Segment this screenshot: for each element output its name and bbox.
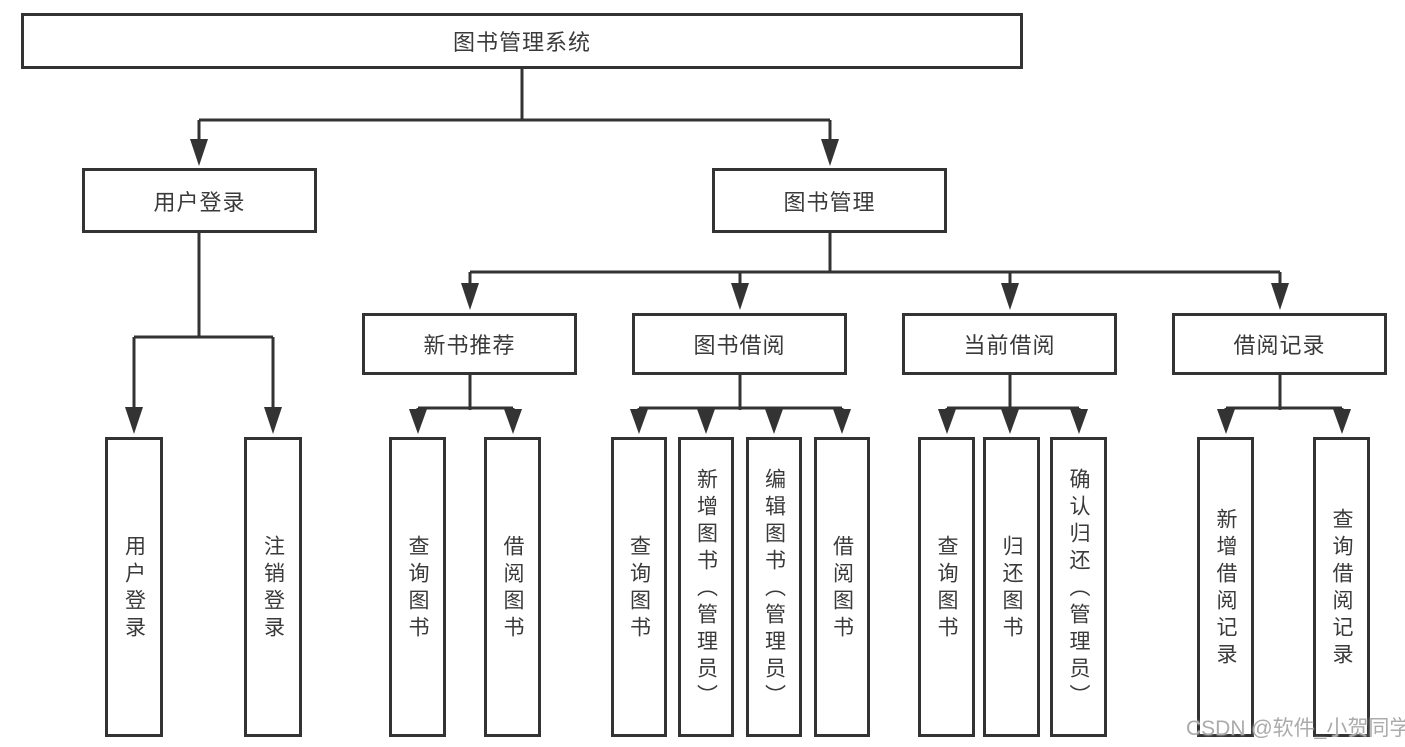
node-borrow-records: 借阅记录 <box>1172 313 1387 375</box>
arrowhead <box>697 409 715 434</box>
arrowhead <box>731 283 749 310</box>
connector-book-borrow-split <box>637 375 844 414</box>
leaf-edit-books-admin: 编辑图书（管理员） <box>746 437 802 737</box>
leaf-query-books-3: 查询图书 <box>918 437 975 737</box>
arrowhead <box>190 139 208 166</box>
connector-book-mgmt-split <box>468 233 1282 288</box>
leaf-return-books: 归还图书 <box>983 437 1040 737</box>
connector-user-login-split <box>132 233 275 412</box>
leaf-logout: 注销登录 <box>244 437 302 737</box>
arrowhead <box>833 409 851 434</box>
leaf-confirm-return-admin: 确认归还（管理员） <box>1050 437 1107 737</box>
leaf-user-login: 用户登录 <box>105 437 163 737</box>
arrowhead <box>765 409 783 434</box>
connector-borrow-records-split <box>1224 375 1344 414</box>
arrowhead <box>504 409 522 434</box>
leaf-query-books-2: 查询图书 <box>611 437 667 737</box>
leaf-borrow-books-1: 借阅图书 <box>484 437 541 737</box>
connector-new-book-rec-split <box>416 375 515 414</box>
node-book-mgmt: 图书管理 <box>712 168 947 233</box>
arrowhead <box>1001 283 1019 310</box>
arrowhead <box>1333 409 1351 434</box>
node-current-borrow: 当前借阅 <box>902 313 1117 375</box>
arrowhead <box>264 407 282 434</box>
arrowhead <box>1001 409 1019 434</box>
leaf-query-borrow-record: 查询借阅记录 <box>1313 437 1370 737</box>
leaf-add-borrow-record: 新增借阅记录 <box>1197 437 1254 737</box>
node-user-login: 用户登录 <box>82 168 317 233</box>
arrowhead <box>938 409 956 434</box>
leaf-add-books-admin: 新增图书（管理员） <box>678 437 734 737</box>
node-book-borrow: 图书借阅 <box>632 313 847 375</box>
arrowhead <box>821 139 839 166</box>
arrowhead <box>1070 409 1088 434</box>
arrowhead <box>409 409 427 434</box>
arrowheads <box>125 139 1351 434</box>
arrowhead <box>1217 409 1235 434</box>
arrowhead <box>630 409 648 434</box>
connector-root-to-level1 <box>197 69 832 142</box>
leaf-query-books-1: 查询图书 <box>389 437 446 737</box>
leaf-borrow-books-2: 借阅图书 <box>814 437 870 737</box>
node-root: 图书管理系统 <box>21 13 1023 69</box>
node-new-book-rec: 新书推荐 <box>362 313 577 375</box>
connector-current-borrow-split <box>945 375 1081 414</box>
arrowhead <box>461 283 479 310</box>
arrowhead <box>125 407 143 434</box>
csdn-watermark: CSDN @软件_小贺同学 <box>1186 717 1405 740</box>
arrowhead <box>1271 283 1289 310</box>
